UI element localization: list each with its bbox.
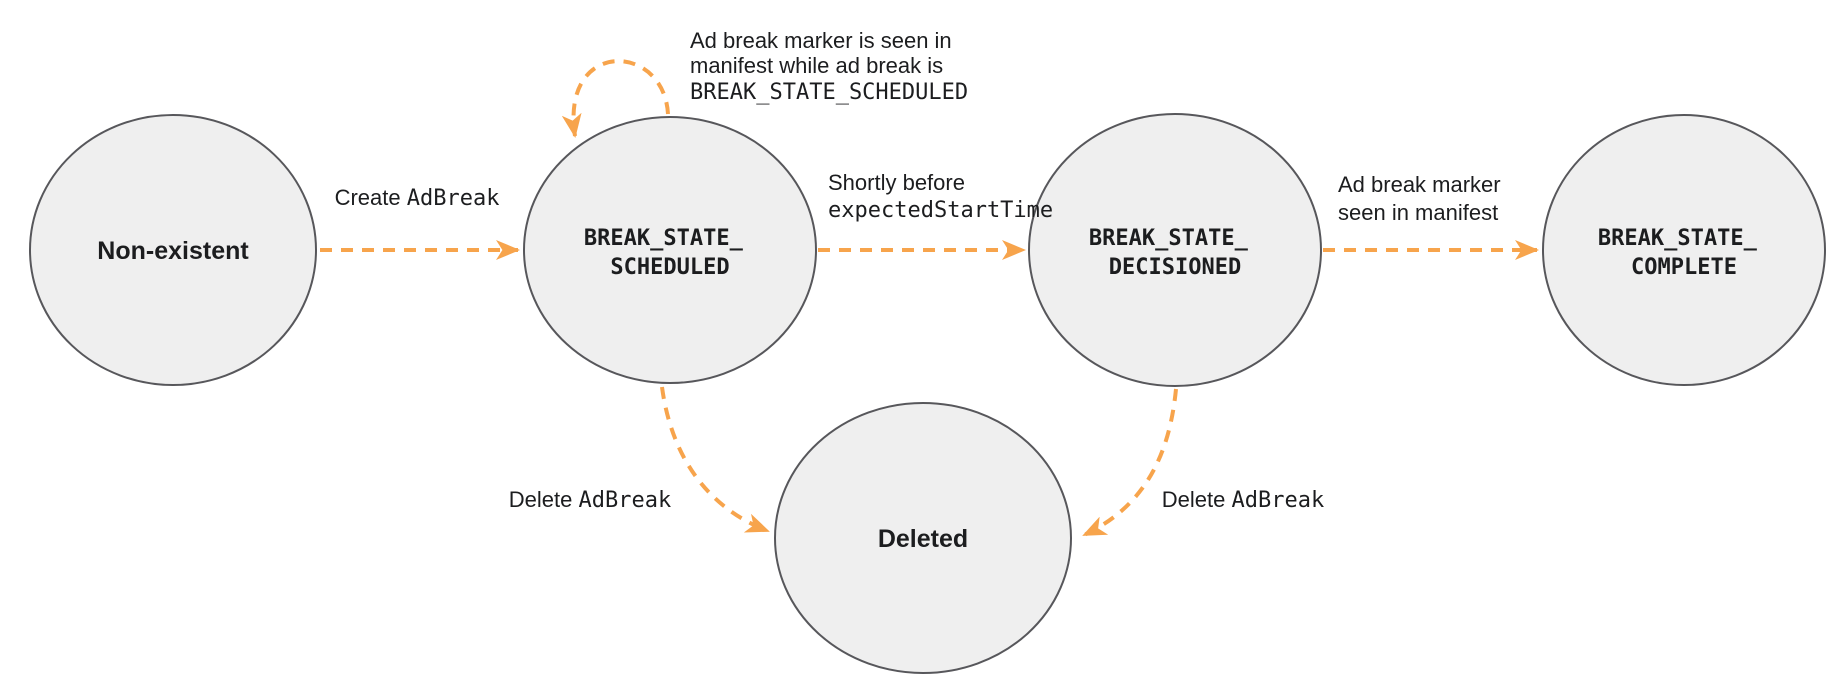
svg-text:Ad break marker is seen in: Ad break marker is seen in — [690, 28, 952, 53]
node-deleted-label: Deleted — [878, 525, 968, 553]
node-break-state-decisioned-label: BREAK_STATE_ DECISIONED — [1089, 226, 1261, 280]
svg-text:Shortly before: Shortly before — [828, 170, 965, 195]
node-break-state-scheduled-shape — [523, 116, 817, 384]
svg-text:Ad break marker: Ad break marker — [1338, 172, 1501, 197]
node-break-state-complete-shape — [1542, 114, 1826, 386]
label-shortly-before: Shortly before expectedStartTime — [828, 170, 1053, 223]
label-self-loop: Ad break marker is seen in manifest whil… — [690, 28, 968, 105]
node-non-existent-label: Non-existent — [97, 237, 249, 265]
node-non-existent-shape — [29, 114, 317, 386]
node-break-state-scheduled-label: BREAK_STATE_ SCHEDULED — [584, 226, 756, 280]
node-break-state-complete-label: BREAK_STATE_ COMPLETE — [1598, 226, 1770, 280]
label-delete-from-decisioned: Delete AdBreak — [1162, 487, 1324, 513]
edge-self-loop-scheduled — [561, 59, 670, 138]
node-deleted-shape — [774, 402, 1072, 674]
node-break-state-scheduled: BREAK_STATE_ SCHEDULED — [523, 116, 817, 384]
node-break-state-decisioned: BREAK_STATE_ DECISIONED — [1028, 113, 1322, 387]
node-non-existent: Non-existent — [29, 114, 317, 386]
label-create-adbreak: Create AdBreak — [335, 185, 500, 211]
node-deleted: Deleted — [774, 402, 1072, 674]
svg-text:manifest while ad break is: manifest while ad break is — [690, 53, 943, 78]
node-break-state-complete: BREAK_STATE_ COMPLETE — [1542, 114, 1826, 386]
edge-delete-from-decisioned — [1082, 388, 1178, 537]
node-break-state-decisioned-shape — [1028, 113, 1322, 387]
label-marker-seen: Ad break marker seen in manifest — [1338, 172, 1501, 225]
svg-text:expectedStartTime: expectedStartTime — [828, 198, 1053, 223]
label-delete-from-scheduled: Delete AdBreak — [509, 487, 671, 513]
svg-text:BREAK_STATE_SCHEDULED: BREAK_STATE_SCHEDULED — [690, 80, 968, 105]
svg-text:seen in manifest: seen in manifest — [1338, 200, 1498, 225]
edge-delete-from-scheduled — [660, 386, 770, 533]
